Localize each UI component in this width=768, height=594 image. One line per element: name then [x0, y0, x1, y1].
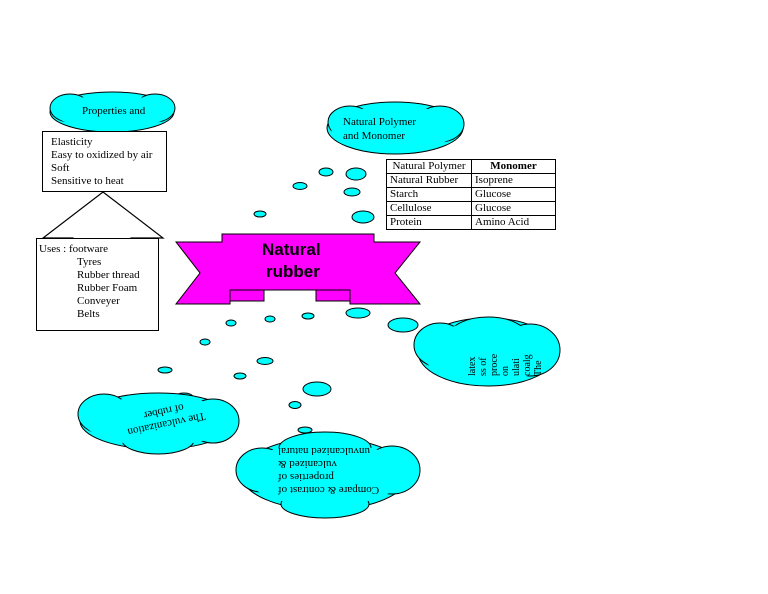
table-header-cell: Natural Polymer [386, 159, 472, 174]
table-cell: Cellulose [386, 201, 472, 216]
property-item: Soft [51, 162, 70, 174]
table-header-cell: Monomer [471, 159, 556, 174]
table-cell: Glucose [471, 187, 556, 202]
coagulation-line: latex [467, 356, 478, 376]
table-cell: Amino Acid [471, 215, 556, 230]
table-cell: Protein [386, 215, 472, 230]
table-cell: Isoprene [471, 173, 556, 188]
compare-line: properties of [278, 471, 334, 483]
use-item: Belts [77, 308, 100, 320]
property-item: Easy to oxidized by air [51, 149, 153, 161]
use-item: Rubber thread [77, 269, 140, 281]
coagulation-line: ss of [478, 357, 489, 376]
coagulation-line: proce [489, 353, 500, 376]
coagulation-line: ulati [511, 358, 522, 376]
table-row: Natural Rubber Isoprene [386, 173, 556, 188]
table-header-row: Natural Polymer Monomer [386, 159, 556, 174]
natural-rubber-banner [174, 233, 422, 305]
compare-cloud [235, 431, 421, 519]
property-item: Elasticity [51, 136, 93, 148]
uses-box: Uses : footware Tyres Rubber thread Rubb… [36, 238, 159, 331]
polymer-cloud [326, 101, 465, 155]
banner-title-line1: Natural [262, 240, 321, 259]
property-item: Sensitive to heat [51, 175, 124, 187]
properties-cloud [49, 91, 176, 133]
table-cell: Starch [386, 187, 472, 202]
coagulation-cloud [413, 316, 561, 387]
coagulation-line: The [533, 360, 544, 376]
polymer-monomer-table: Natural Polymer Monomer Natural Rubber I… [386, 159, 556, 230]
use-item: Rubber Foam [77, 282, 138, 294]
properties-cloud-label: Properties and [82, 105, 146, 117]
uses-title: Uses : footware [39, 243, 109, 255]
vulcanization-cloud [77, 392, 240, 455]
compare-line: unvulcanized natural [278, 445, 370, 457]
compare-label: Compare & contrast of properties of vulc… [278, 444, 398, 496]
polymer-cloud-label-line2: and Monomer [343, 130, 406, 142]
table-row: Protein Amino Acid [386, 215, 556, 230]
table-cell: Glucose [471, 201, 556, 216]
use-item: Tyres [77, 256, 102, 268]
coagulation-line: coalg [522, 354, 533, 376]
use-item: Conveyer [77, 295, 120, 307]
table-row: Starch Glucose [386, 187, 556, 202]
coagulation-line: on [500, 366, 511, 376]
coagulation-text-block: The coalg ulati on proce ss of latex [444, 336, 544, 376]
banner-title-line2: rubber [266, 262, 320, 281]
polymer-cloud-label-line1: Natural Polymer [343, 116, 417, 128]
table-row: Cellulose Glucose [386, 201, 556, 216]
properties-box: Elasticity Easy to oxidized by air Soft … [42, 131, 167, 192]
compare-line: Compare & contrast of [278, 484, 380, 496]
table-cell: Natural Rubber [386, 173, 472, 188]
compare-line: vulcanized & [278, 458, 337, 470]
